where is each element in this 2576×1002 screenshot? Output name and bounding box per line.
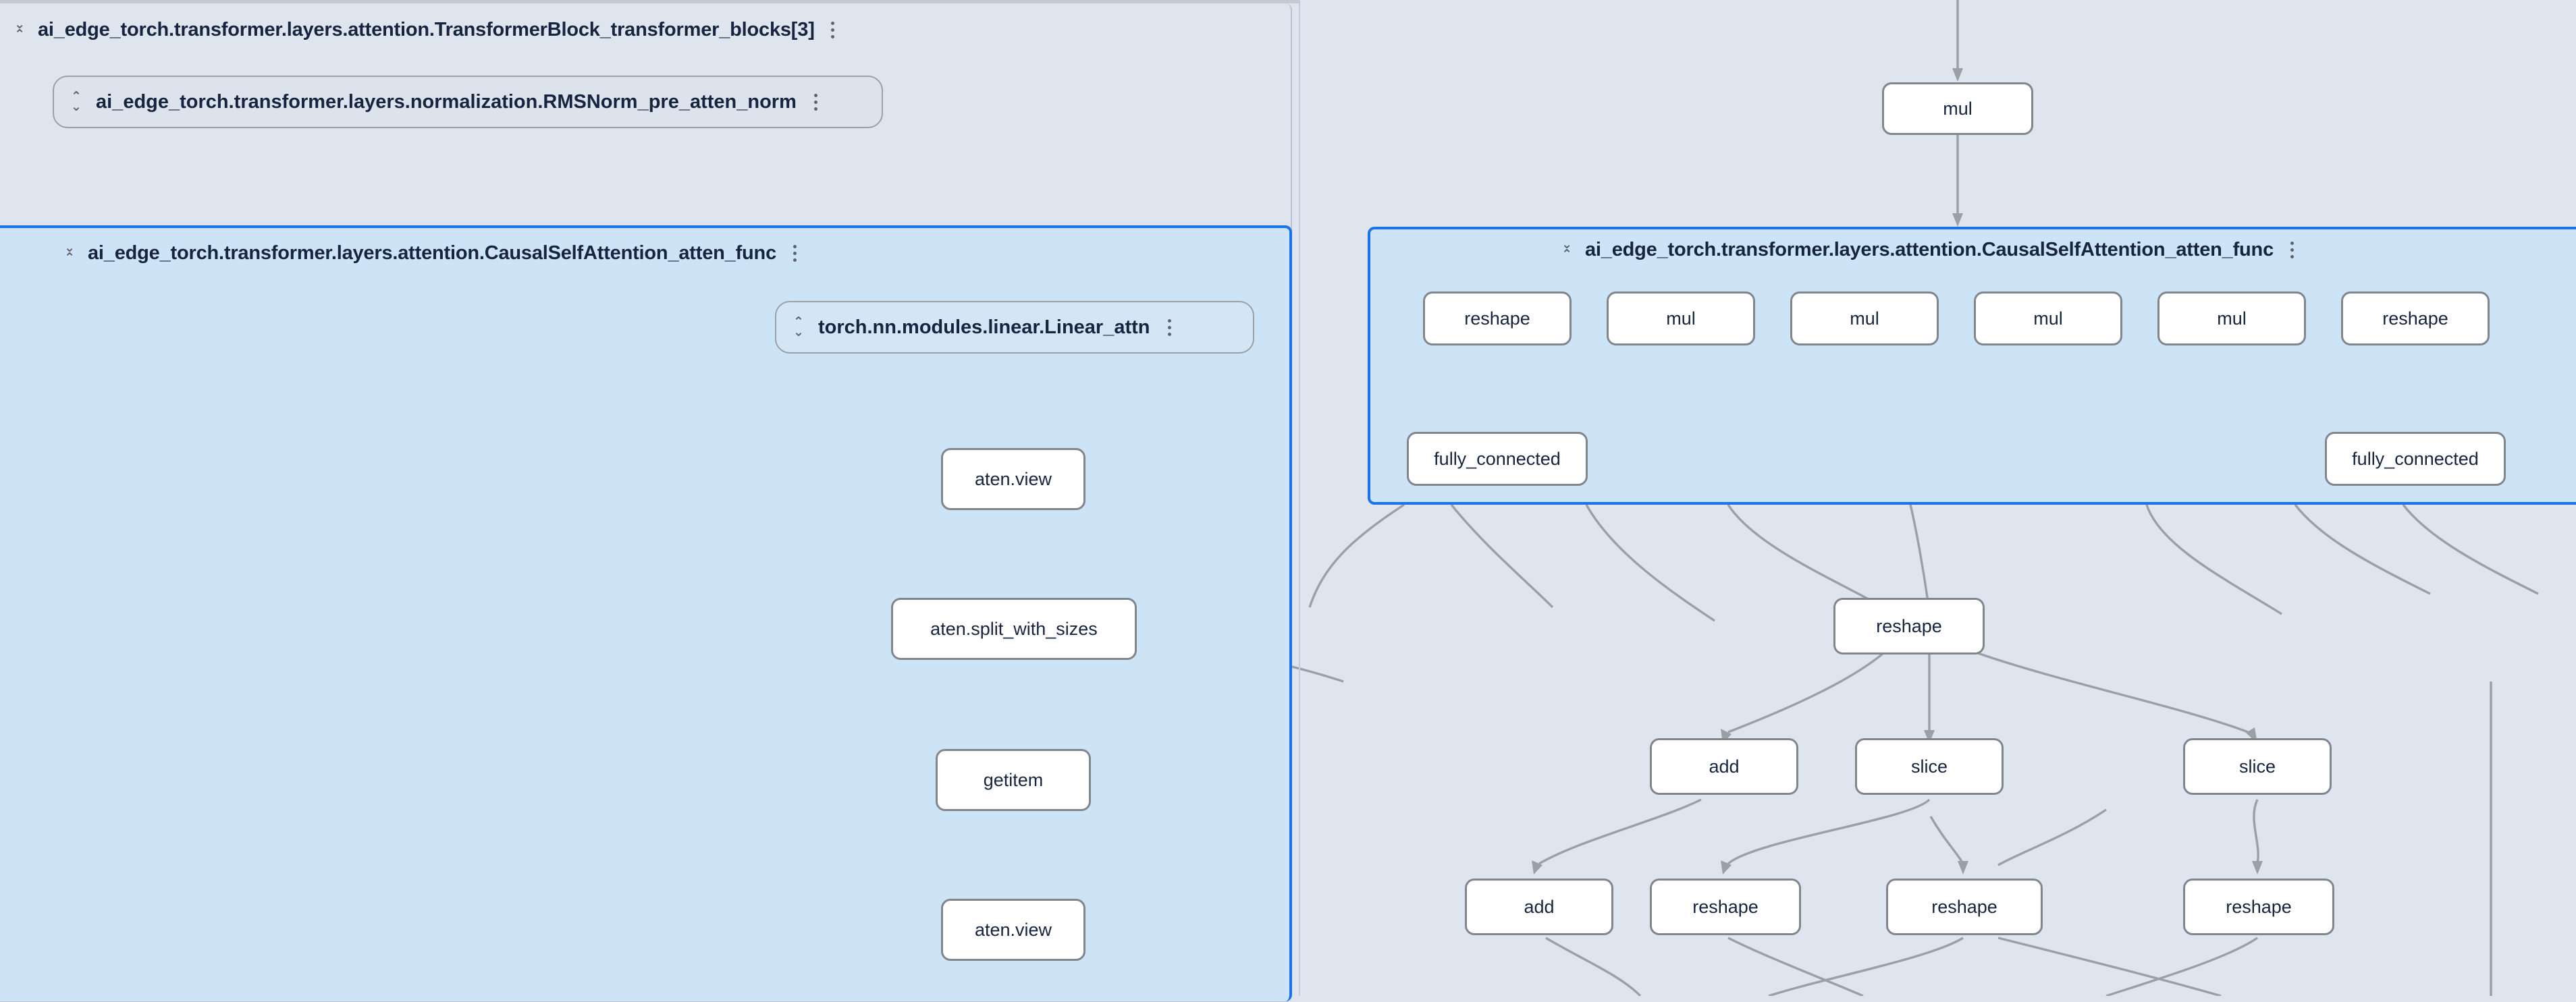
node-aten-view-2[interactable]: aten.view [941, 899, 1085, 961]
node-fully-connected-right[interactable]: fully_connected [2325, 432, 2506, 486]
node-label: aten.view [974, 468, 1052, 489]
expand-caret-icon[interactable]: ⌃⌄ [71, 90, 82, 114]
more-vert-icon[interactable] [1162, 316, 1177, 339]
node-slice-r2-a[interactable]: slice [1855, 738, 2004, 795]
node-mul-g4[interactable]: mul [2157, 291, 2306, 345]
node-label: slice [2238, 756, 2276, 777]
node-mul-g2[interactable]: mul [1790, 291, 1939, 345]
node-reshape-g1[interactable]: reshape [1423, 291, 1572, 345]
node-label: add [1524, 896, 1555, 917]
node-reshape-r3-b[interactable]: reshape [1886, 879, 2043, 935]
group-causal-self-attention-right-label: ai_edge_torch.transformer.layers.attenti… [1585, 238, 2274, 260]
node-mul-top[interactable]: mul [1882, 82, 2033, 135]
group-causal-self-attention-right-header[interactable]: ⌄⌃ ai_edge_torch.transformer.layers.atte… [1559, 238, 2299, 261]
group-causal-self-attention-left-label: ai_edge_torch.transformer.layers.attenti… [88, 242, 776, 264]
node-mul-g3[interactable]: mul [1974, 291, 2122, 345]
node-label: fully_connected [2352, 448, 2479, 469]
node-getitem[interactable]: getitem [936, 749, 1091, 811]
node-add-r3[interactable]: add [1465, 879, 1613, 935]
more-vert-icon[interactable] [787, 242, 802, 265]
node-label: mul [2033, 308, 2063, 329]
panel-split-divider [1299, 0, 1300, 996]
node-label: reshape [2226, 896, 2292, 917]
group-transformer-block-label: ai_edge_torch.transformer.layers.attenti… [38, 18, 815, 40]
panel-top-divider [0, 0, 1300, 3]
node-reshape-r3-c[interactable]: reshape [2183, 879, 2334, 935]
node-label: aten.view [974, 919, 1052, 940]
node-label: fully_connected [1434, 448, 1561, 469]
pill-linear-attn[interactable]: ⌃⌄ torch.nn.modules.linear.Linear_attn [775, 301, 1254, 354]
pill-rmsnorm-label: ai_edge_torch.transformer.layers.normali… [96, 90, 797, 113]
node-fully-connected-left[interactable]: fully_connected [1407, 432, 1588, 486]
node-aten-split-with-sizes[interactable]: aten.split_with_sizes [891, 598, 1137, 660]
group-causal-self-attention-left-header[interactable]: ⌄⌃ ai_edge_torch.transformer.layers.atte… [62, 242, 802, 265]
more-vert-icon[interactable] [2284, 238, 2299, 261]
more-vert-icon[interactable] [826, 18, 840, 41]
node-label: reshape [1931, 896, 1997, 917]
node-label: mul [1850, 308, 1879, 329]
node-label: reshape [2382, 308, 2448, 329]
node-reshape-mid[interactable]: reshape [1833, 598, 1985, 655]
node-mul-g1[interactable]: mul [1607, 291, 1755, 345]
node-add-r2[interactable]: add [1650, 738, 1798, 795]
pill-rmsnorm-pre-atten-norm[interactable]: ⌃⌄ ai_edge_torch.transformer.layers.norm… [53, 76, 883, 128]
collapse-caret-icon[interactable]: ⌄⌃ [14, 18, 25, 42]
node-reshape-r3-a[interactable]: reshape [1650, 879, 1801, 935]
group-transformer-block-header[interactable]: ⌄⌃ ai_edge_torch.transformer.layers.atte… [12, 18, 840, 41]
node-label: mul [1666, 308, 1696, 329]
node-aten-view-1[interactable]: aten.view [941, 448, 1085, 510]
expand-caret-icon[interactable]: ⌃⌄ [793, 315, 804, 339]
node-label: reshape [1876, 615, 1942, 636]
node-label: aten.split_with_sizes [930, 618, 1098, 639]
more-vert-icon[interactable] [809, 90, 824, 113]
collapse-caret-icon[interactable]: ⌄⌃ [1561, 238, 1572, 262]
node-label: slice [1910, 756, 1948, 777]
collapse-caret-icon[interactable]: ⌄⌃ [64, 241, 75, 265]
node-label: mul [2217, 308, 2247, 329]
node-label: reshape [1464, 308, 1530, 329]
node-slice-r2-b[interactable]: slice [2183, 738, 2332, 795]
node-label: mul [1943, 98, 1973, 119]
node-label: getitem [983, 769, 1044, 790]
node-label: add [1709, 756, 1740, 777]
pill-linear-attn-label: torch.nn.modules.linear.Linear_attn [818, 316, 1150, 338]
node-reshape-g2[interactable]: reshape [2341, 291, 2490, 345]
node-label: reshape [1692, 896, 1759, 917]
